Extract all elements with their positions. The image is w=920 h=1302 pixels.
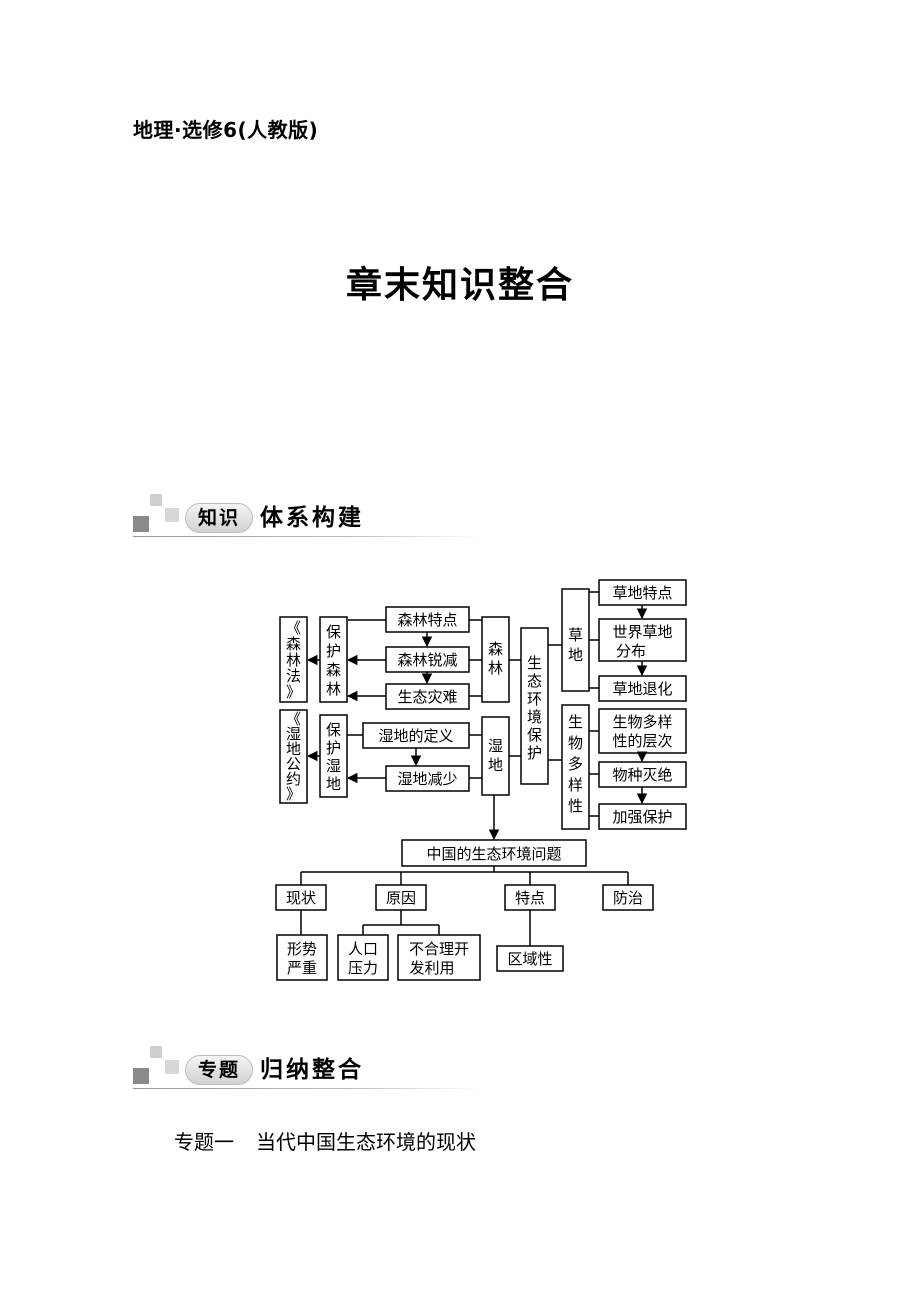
grassland-dist-label: 世界草地 xyxy=(612,623,672,641)
section-text: 当代中国生态环境的现状 xyxy=(256,1130,476,1154)
forest-law-char: 》 xyxy=(286,683,301,701)
banner-tag: 知识 xyxy=(185,503,254,533)
biodiv-levels-label: 生物多样 xyxy=(612,713,672,731)
banner-underline xyxy=(133,536,483,537)
biodiversity-char: 样 xyxy=(568,776,583,794)
forest-law-char: 法 xyxy=(286,667,301,685)
forest-law-char: 森 xyxy=(286,635,301,653)
banner-text: 归纳整合 xyxy=(260,1057,364,1083)
protect-wetland-char: 保 xyxy=(326,721,341,739)
page-title: 章末知识整合 xyxy=(345,265,574,306)
status-label: 现状 xyxy=(286,889,316,907)
section-heading: 专题一当代中国生态环境的现状 xyxy=(174,1126,498,1155)
book-header: 地理·选修6(人教版) xyxy=(133,118,319,142)
decor-square xyxy=(165,508,179,522)
regional-label: 区域性 xyxy=(507,950,552,968)
china-issue-label: 中国的生态环境问题 xyxy=(426,845,561,863)
forest-features-label: 森林特点 xyxy=(397,611,457,629)
forest-law-char: 《 xyxy=(286,619,301,637)
eco-protection-char: 生 xyxy=(527,654,542,672)
forest-char: 林 xyxy=(488,659,503,677)
banner-underline xyxy=(133,1088,483,1089)
decor-square xyxy=(133,1068,149,1084)
extinction-label: 物种灭绝 xyxy=(612,766,672,784)
control-label: 防治 xyxy=(613,889,643,907)
biodiversity-char: 生 xyxy=(568,713,583,731)
eco-protection-char: 态 xyxy=(527,672,542,690)
decor-square xyxy=(133,516,149,532)
wetland-convention-char: 公 xyxy=(286,755,301,773)
banner-text: 体系构建 xyxy=(260,505,364,531)
grassland-dist-label: 分布 xyxy=(616,642,646,660)
wetland-convention-char: 约 xyxy=(286,770,301,788)
severe-box xyxy=(276,934,328,981)
wetland-def-label: 湿地的定义 xyxy=(378,727,453,745)
protect-forest-char: 保 xyxy=(326,623,341,641)
biodiversity-char: 性 xyxy=(568,797,583,815)
arrow-lines xyxy=(306,605,648,841)
eco-protection-char: 护 xyxy=(527,744,542,762)
grassland-char: 草 xyxy=(568,626,583,644)
protect-forest-char: 森 xyxy=(326,661,341,679)
strengthen-label: 加强保护 xyxy=(612,808,672,826)
decor-square xyxy=(150,494,162,506)
causes-label: 原因 xyxy=(386,889,416,907)
eco-protection-char: 保 xyxy=(527,726,542,744)
eco-protection-char: 境 xyxy=(527,708,542,726)
wetland-char: 地 xyxy=(488,756,503,774)
eco-protection-box xyxy=(520,627,549,785)
knowledge-banner: 知识 体系构建 xyxy=(133,494,493,544)
features-label: 特点 xyxy=(515,889,545,907)
eco-disaster-label: 生态灾难 xyxy=(397,688,457,706)
wetland-char: 湿 xyxy=(488,737,503,755)
topics-banner: 专题 归纳整合 xyxy=(133,1046,493,1096)
connector-lines xyxy=(300,591,629,946)
forest-char: 森 xyxy=(488,640,503,658)
grassland-degrade-label: 草地退化 xyxy=(612,680,672,698)
biodiversity-char: 多 xyxy=(568,755,583,773)
biodiversity-char: 物 xyxy=(568,734,583,752)
decor-square xyxy=(150,1046,162,1058)
wetland-convention-char: 湿 xyxy=(286,725,301,743)
irrational-label: 不合理开 xyxy=(409,940,469,958)
protect-wetland-char: 湿 xyxy=(326,757,341,775)
wetland-convention-char: 地 xyxy=(286,740,301,758)
irrational-label: 发利用 xyxy=(409,959,454,977)
population-label: 压力 xyxy=(348,959,378,977)
severe-label: 严重 xyxy=(287,959,317,977)
severe-label: 形势 xyxy=(287,940,317,958)
protect-forest-char: 护 xyxy=(326,642,341,660)
wetland-decrease-label: 湿地减少 xyxy=(397,770,457,788)
population-label: 人口 xyxy=(348,940,378,958)
grassland-features-label: 草地特点 xyxy=(612,584,672,602)
biodiv-levels-label: 性的层次 xyxy=(612,732,672,750)
biodiversity-box xyxy=(561,704,590,830)
decor-square xyxy=(165,1060,179,1074)
forest-decline-label: 森林锐减 xyxy=(397,651,457,669)
banner-tag: 专题 xyxy=(185,1055,254,1085)
eco-protection-char: 环 xyxy=(527,690,542,708)
protect-wetland-char: 地 xyxy=(326,775,341,793)
section-label: 专题一 xyxy=(174,1130,234,1154)
wetland-convention-char: 》 xyxy=(286,785,301,803)
grassland-char: 地 xyxy=(568,646,583,664)
protect-forest-char: 林 xyxy=(326,680,341,698)
wetland-convention-char: 《 xyxy=(286,710,301,728)
forest-law-char: 林 xyxy=(286,651,301,669)
protect-wetland-char: 护 xyxy=(326,739,341,757)
